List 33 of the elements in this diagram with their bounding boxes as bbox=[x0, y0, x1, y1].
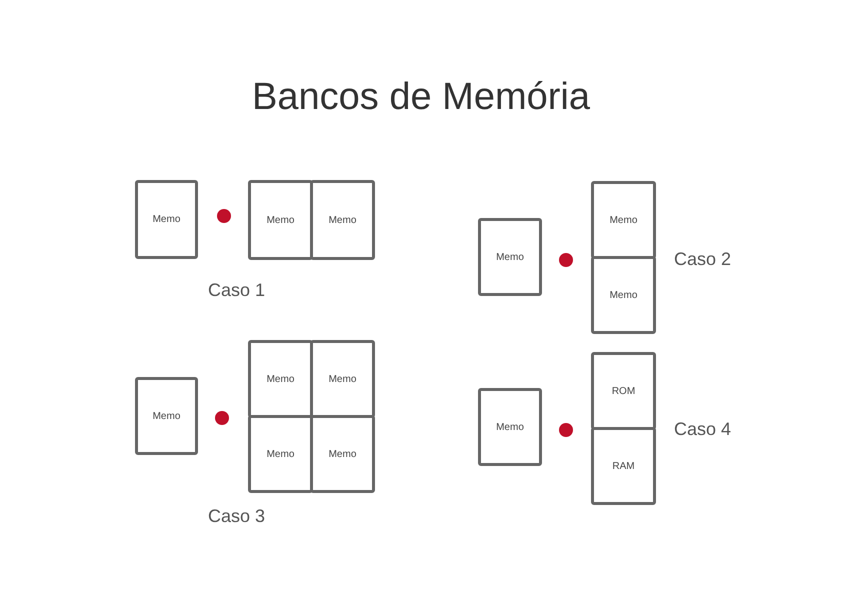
memory-box bbox=[478, 388, 542, 466]
box-label: Memo bbox=[496, 422, 524, 432]
memory-box bbox=[135, 180, 198, 259]
box-label: Memo bbox=[328, 374, 356, 384]
case-label: Caso 3 bbox=[208, 506, 266, 527]
box-label: ROM bbox=[612, 386, 636, 396]
memory-box bbox=[591, 427, 656, 505]
case-label: Caso 4 bbox=[674, 419, 732, 440]
box-label: Memo bbox=[266, 374, 294, 384]
box-label: Memo bbox=[610, 214, 638, 226]
memory-box bbox=[591, 256, 656, 334]
box-label: Memo bbox=[266, 448, 294, 460]
box-label: RAM bbox=[612, 460, 635, 472]
box-label: Memo bbox=[152, 410, 180, 422]
memory-box bbox=[310, 180, 375, 260]
memory-box bbox=[248, 180, 313, 260]
box-label: Memo bbox=[496, 252, 524, 262]
memory-box bbox=[478, 218, 542, 296]
memory-box bbox=[310, 340, 375, 418]
memory-box bbox=[135, 377, 198, 455]
box-label: Memo bbox=[328, 448, 356, 460]
case-label: Caso 1 bbox=[208, 280, 266, 301]
title: Bancos de Memória bbox=[251, 76, 591, 119]
box-label: Memo bbox=[610, 290, 638, 300]
memory-box bbox=[310, 415, 375, 493]
memory-box bbox=[591, 352, 656, 430]
case-label: Caso 2 bbox=[674, 249, 732, 270]
memory-box bbox=[248, 340, 313, 418]
memory-box bbox=[591, 181, 656, 259]
box-label: Memo bbox=[266, 214, 294, 226]
box-label: Memo bbox=[328, 214, 356, 226]
box-label: Memo bbox=[152, 214, 180, 225]
memory-box bbox=[248, 415, 313, 493]
